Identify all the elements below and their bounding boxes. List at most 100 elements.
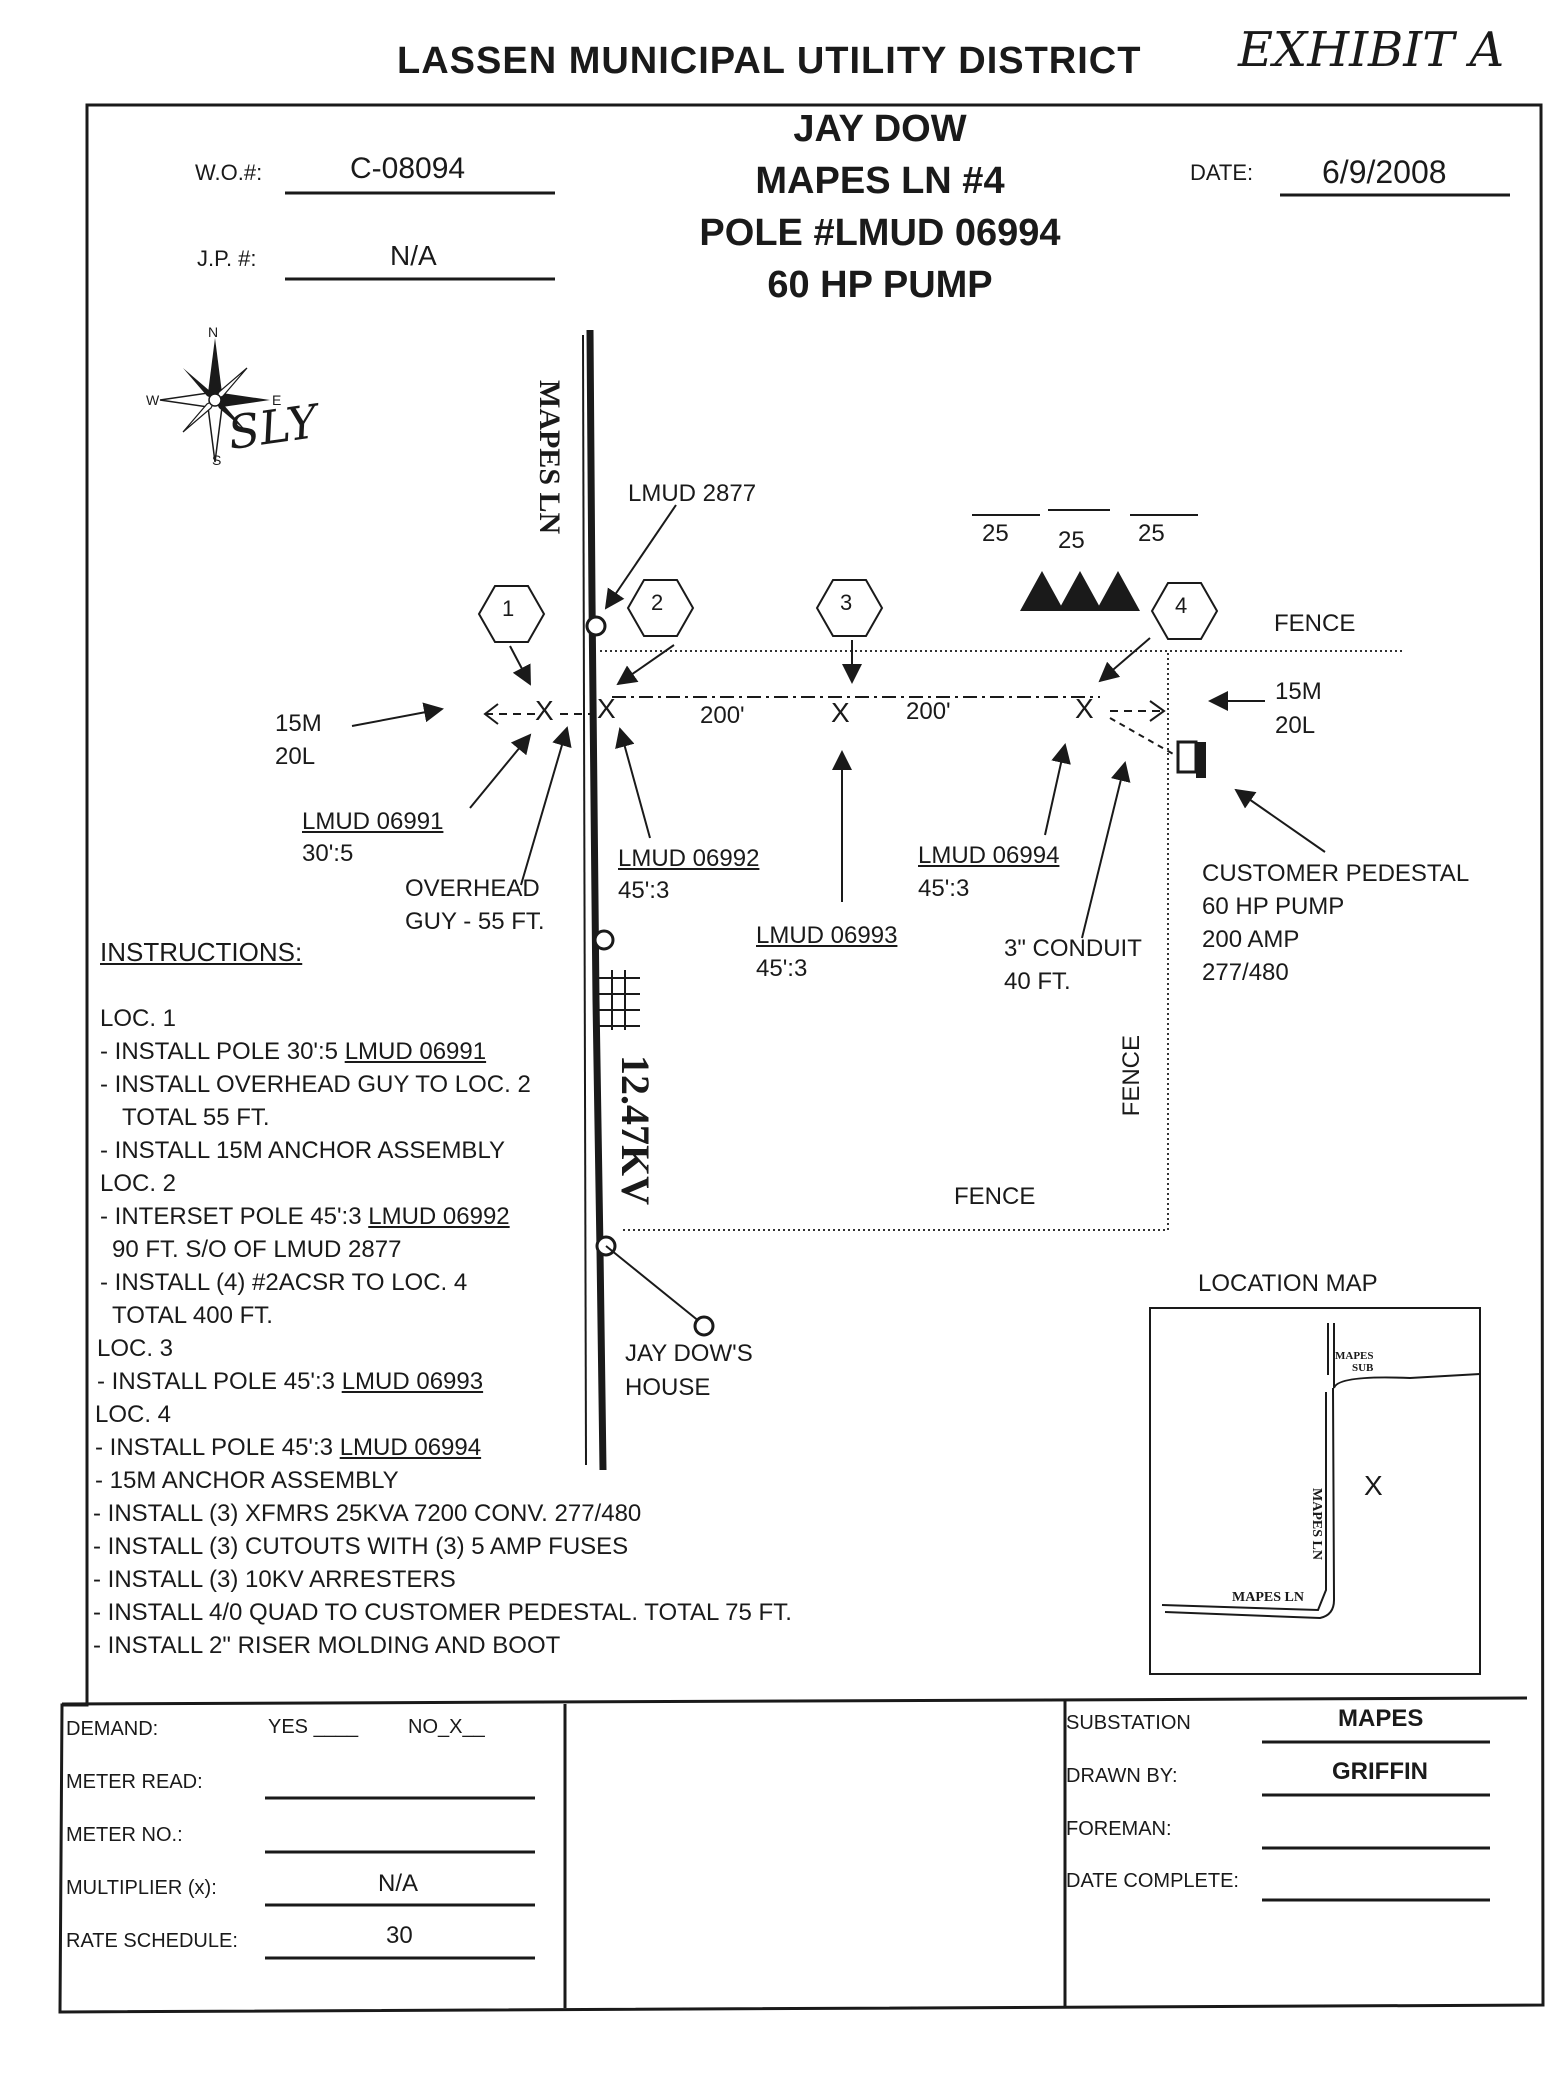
location-hex-4-label: 4 — [1175, 593, 1188, 618]
instructions-loc4-item-4: - INSTALL (3) CUTOUTS WITH (3) 5 AMP FUS… — [93, 1533, 629, 1560]
instructions-loc4-item-5: - INSTALL (3) 10KV ARRESTERS — [93, 1566, 456, 1593]
mapes-ln-road — [586, 329, 607, 1471]
house-line-1: JAY DOW'S — [625, 1340, 753, 1367]
wo-value: C-08094 — [350, 152, 466, 185]
location-hex-2 — [626, 579, 695, 637]
pole-4-spec: 45':3 — [918, 875, 970, 902]
voltage-label: 12.47KV — [613, 1055, 658, 1205]
anchor-left-lead: 20L — [275, 743, 316, 770]
instructions-loc2-item-3: - INSTALL (4) #2ACSR TO LOC. 4 — [100, 1269, 468, 1296]
org-title: LASSEN MUNICIPAL UTILITY DISTRICT — [397, 40, 1142, 82]
exhibit-label: EXHIBIT A — [1238, 22, 1505, 78]
pole-1-x-mark: X — [535, 695, 554, 726]
anchor-left-size: 15M — [275, 710, 322, 737]
customer-pedestal-line-2: 60 HP PUMP — [1202, 893, 1345, 920]
pole-2-id: LMUD 06992 — [618, 845, 760, 872]
demand-no: NO_X__ — [408, 1716, 485, 1738]
overhead-guy-line-2: GUY - 55 FT. — [405, 908, 545, 935]
compass-w: W — [146, 392, 160, 408]
location-map-sub-2: SUB — [1352, 1362, 1374, 1374]
demand-yes: YES ____ — [268, 1716, 359, 1738]
instructions-loc1-item-3: TOTAL 55 FT. — [122, 1104, 270, 1131]
conduit-line-2: 40 FT. — [1004, 968, 1071, 995]
drawn-by-value: GRIFFIN — [1332, 1758, 1428, 1785]
fence-label-right: FENCE — [1118, 1035, 1145, 1117]
span-distance-2: 200' — [906, 698, 951, 725]
multiplier-label: MULTIPLIER (x): — [66, 1877, 217, 1899]
instructions-loc1-item-2: - INSTALL OVERHEAD GUY TO LOC. 2 — [100, 1071, 531, 1098]
multiplier-value: N/A — [378, 1870, 419, 1897]
substation-value: MAPES — [1338, 1705, 1424, 1732]
instructions-heading: INSTRUCTIONS: — [100, 937, 303, 967]
rate-schedule-value: 30 — [386, 1922, 413, 1949]
transformer-symbols — [1020, 571, 1140, 611]
fence-label-bottom: FENCE — [954, 1183, 1036, 1210]
project-line-3: POLE #LMUD 06994 — [699, 212, 1061, 254]
drawn-by-label: DRAWN BY: — [1066, 1765, 1178, 1787]
instructions-loc2-item-2: 90 FT. S/O OF LMUD 2877 — [112, 1236, 402, 1263]
project-line-4: 60 HP PUMP — [767, 264, 993, 306]
pole-1-id: LMUD 06991 — [302, 808, 444, 835]
customer-pedestal-symbol — [1176, 740, 1198, 774]
demand-label: DEMAND: — [66, 1718, 159, 1740]
instructions-loc4: LOC. 4 — [95, 1401, 172, 1428]
meter-no-label: METER NO.: — [66, 1824, 183, 1846]
instructions-loc3: LOC. 3 — [97, 1335, 174, 1362]
location-map-marker: X — [1364, 1470, 1383, 1501]
fence-label-top: FENCE — [1274, 610, 1356, 637]
anchor-right-lead: 20L — [1275, 712, 1316, 739]
compass-rose — [159, 338, 270, 463]
location-hex-2-label: 2 — [651, 590, 664, 615]
compass-n: N — [208, 324, 219, 340]
pole-3-x-mark: X — [831, 697, 850, 728]
pole-3-id: LMUD 06993 — [756, 922, 898, 949]
date-complete-label: DATE COMPLETE: — [1066, 1870, 1239, 1892]
pole-2-spec: 45':3 — [618, 877, 670, 904]
meter-read-label: METER READ: — [66, 1771, 203, 1793]
existing-pole-lmud-2877: LMUD 2877 — [628, 480, 757, 507]
wo-label: W.O.#: — [195, 160, 263, 185]
instructions-loc1-item-4: - INSTALL 15M ANCHOR ASSEMBLY — [100, 1137, 506, 1164]
instructions-loc2: LOC. 2 — [100, 1170, 177, 1197]
location-map-title: LOCATION MAP — [1198, 1270, 1378, 1297]
instructions-loc2-item-1: - INTERSET POLE 45':3 LMUD 06992 — [100, 1203, 510, 1230]
location-map-sub-1: MAPES — [1335, 1350, 1374, 1362]
pole-1-spec: 30':5 — [302, 840, 354, 867]
anchor-right-size: 15M — [1275, 678, 1322, 705]
span-distance-1: 200' — [700, 702, 745, 729]
pole-3-spec: 45':3 — [756, 955, 808, 982]
instructions-loc3-item-1: - INSTALL POLE 45':3 LMUD 06993 — [97, 1368, 484, 1395]
transformer-span-1: 25 — [982, 520, 1009, 547]
transformer-span-3: 25 — [1138, 520, 1165, 547]
foreman-label: FOREMAN: — [1066, 1818, 1172, 1840]
transformer-span-2: 25 — [1058, 527, 1085, 554]
location-map-road-vertical: MAPES LN — [1309, 1488, 1324, 1560]
fence-line — [600, 650, 1405, 1231]
substation-label: SUBSTATION — [1066, 1712, 1191, 1734]
instructions-loc1-item-1: - INSTALL POLE 30':5 LMUD 06991 — [100, 1038, 487, 1065]
location-hex-1 — [477, 585, 546, 643]
instructions-loc4-item-6: - INSTALL 4/0 QUAD TO CUSTOMER PEDESTAL.… — [93, 1599, 792, 1626]
customer-pedestal-line-3: 200 AMP — [1202, 926, 1300, 953]
rate-schedule-label: RATE SCHEDULE: — [66, 1930, 238, 1952]
project-line-2: MAPES LN #4 — [755, 160, 1005, 202]
location-hex-1-label: 1 — [502, 596, 515, 621]
customer-pedestal-line-1: CUSTOMER PEDESTAL — [1202, 860, 1470, 887]
compass-s: S — [212, 452, 222, 468]
location-hex-3 — [815, 579, 884, 637]
location-map-frame — [1149, 1307, 1481, 1675]
footer-top-rule — [61, 1696, 1528, 1706]
location-hex-4 — [1150, 582, 1219, 640]
jp-value: N/A — [390, 240, 437, 271]
location-hex-3-label: 3 — [840, 590, 853, 615]
date-value: 6/9/2008 — [1322, 154, 1447, 190]
instructions-loc1: LOC. 1 — [100, 1005, 177, 1032]
instructions-loc4-item-3: - INSTALL (3) XFMRS 25KVA 7200 CONV. 277… — [93, 1500, 642, 1527]
date-label: DATE: — [1190, 160, 1254, 185]
pole-4-id: LMUD 06994 — [918, 842, 1060, 869]
instructions-loc4-item-2: - 15M ANCHOR ASSEMBLY — [95, 1467, 399, 1494]
overhead-guy-line-1: OVERHEAD — [405, 875, 540, 902]
pole-2-x-mark: X — [597, 693, 616, 724]
pole-4-x-mark: X — [1075, 693, 1094, 724]
instructions-loc4-item-1: - INSTALL POLE 45':3 LMUD 06994 — [95, 1434, 482, 1461]
